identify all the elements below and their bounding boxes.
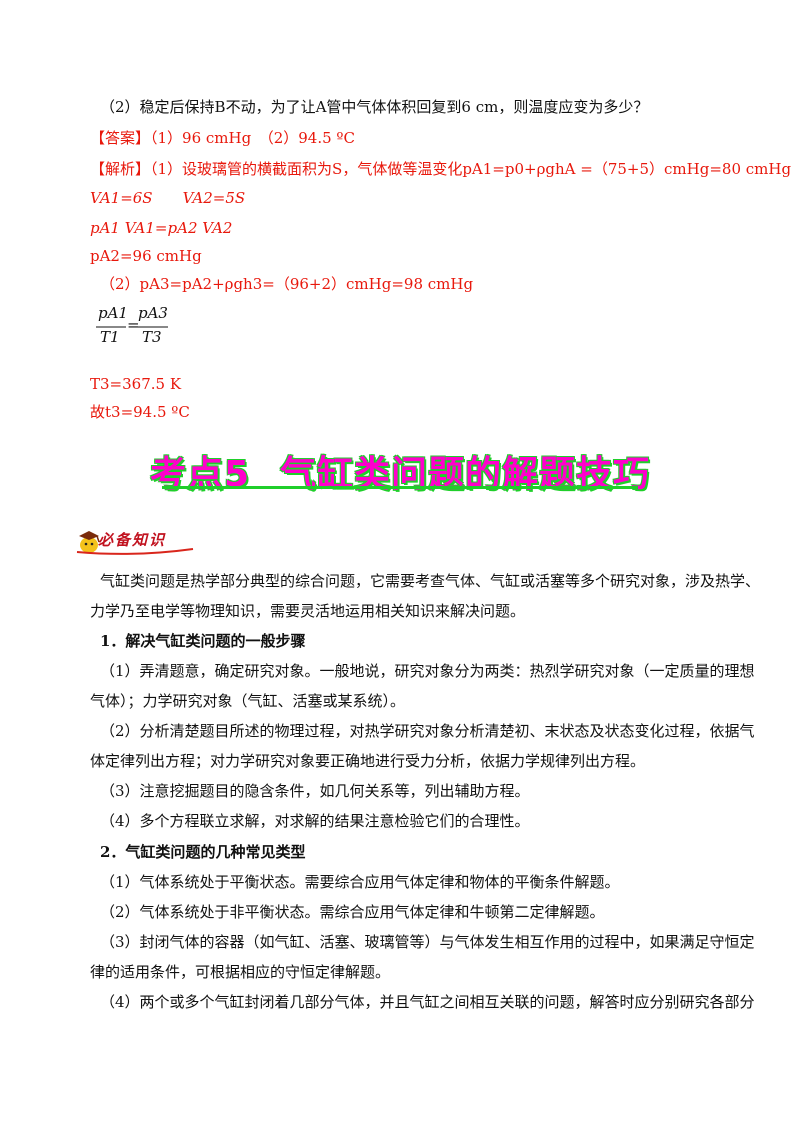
analysis-line-1: 【解析】（1）设玻璃管的横截面积为S，气体做等温变化pA1=p0+ρghA =（… <box>90 160 792 178</box>
type-3-line-1: （3）封闭气体的容器（如气缸、活塞、玻璃管等）与气体发生相互作用的过程中，如果满… <box>100 933 755 951</box>
frac-denominator-left: T1 <box>100 328 120 346</box>
frac-equals: = <box>127 316 140 334</box>
step-3: （3）注意挖掘题目的隐含条件，如几何关系等，列出辅助方程。 <box>100 782 530 800</box>
frac-numerator-left: pA1 <box>98 304 128 322</box>
answer-line: 【答案】（1）96 cmHg （2）94.5 ºC <box>90 129 355 147</box>
analysis-line-7: 故t3=94.5 ºC <box>90 403 190 421</box>
fraction-bars <box>96 326 168 328</box>
graduate-mascot-icon <box>76 531 194 555</box>
intro-line-1: 气缸类问题是热学部分典型的综合问题，它需要考查气体、气缸或活塞等多个研究对象，涉… <box>100 572 761 590</box>
step-2-line-2: 体定律列出方程；对力学研究对象要正确地进行受力分析，依据力学规律列出方程。 <box>90 752 646 770</box>
type-4: （4）两个或多个气缸封闭着几部分气体，并且气缸之间相互关联的问题，解答时应分别研… <box>100 993 755 1011</box>
type-2: （2）气体系统处于非平衡状态。需综合应用气体定律和牛顿第二定律解题。 <box>100 903 605 921</box>
type-3-line-2: 律的适用条件，可根据相应的守恒定律解题。 <box>90 963 391 981</box>
type-1: （1）气体系统处于平衡状态。需要综合应用气体定律和物体的平衡条件解题。 <box>100 873 620 891</box>
step-1-line-1: （1）弄清题意，确定研究对象。一般地说，研究对象分为两类：热烈学研究对象（一定质… <box>100 662 755 680</box>
must-know-label: 必备知识 <box>98 531 167 549</box>
step-2-line-1: （2）分析清楚题目所述的物理过程，对热学研究对象分析清楚初、末状态及状态变化过程… <box>100 722 755 740</box>
heading-general-steps: 1．解决气缸类问题的一般步骤 <box>100 632 306 650</box>
analysis-line-2: VA1=6S VA2=5S <box>90 189 246 207</box>
frac-numerator-right: pA3 <box>138 304 168 322</box>
analysis-line-6: T3=367.5 K <box>90 375 182 393</box>
step-1-line-2: 气体）；力学研究对象（气缸、活塞或某系统）。 <box>90 692 406 710</box>
title-underline <box>162 486 638 489</box>
analysis-line-3: pA1 VA1=pA2 VA2 <box>90 219 233 237</box>
analysis-line-4: pA2=96 cmHg <box>90 247 202 265</box>
analysis-line-5: （2）pA3=pA2+ρgh3=（96+2）cmHg=98 cmHg <box>100 275 474 293</box>
heading-common-types: 2．气缸类问题的几种常见类型 <box>100 843 306 861</box>
frac-denominator-right: T3 <box>142 328 162 346</box>
step-4: （4）多个方程联立求解，对求解的结果注意检验它们的合理性。 <box>100 812 530 830</box>
intro-line-2: 力学乃至电学等物理知识，需要灵活地运用相关知识来解决问题。 <box>90 602 526 620</box>
question-2: （2）稳定后保持B不动，为了让A管中气体体积回复到6 cm，则温度应变为多少？ <box>100 98 649 116</box>
